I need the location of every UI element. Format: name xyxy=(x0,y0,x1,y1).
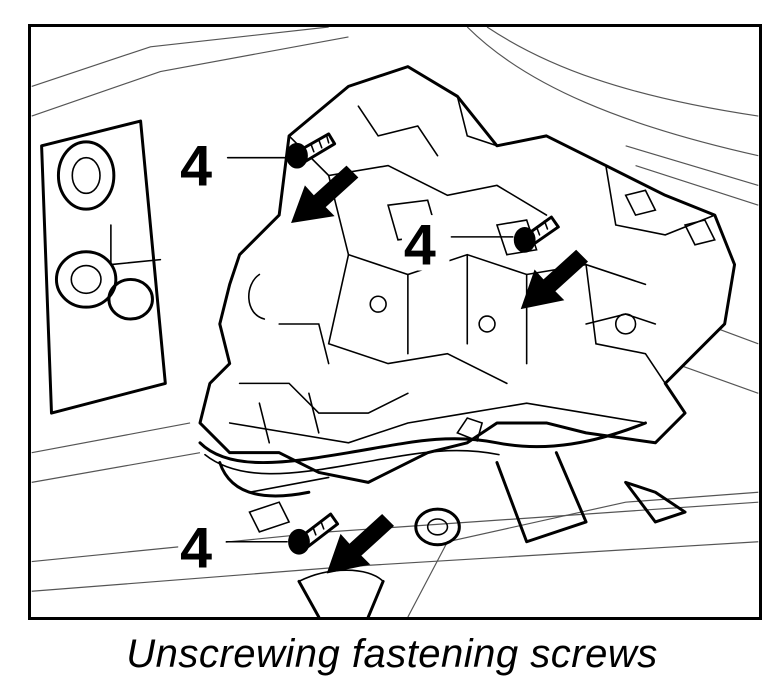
engine-bay-illustration: 4 4 4 xyxy=(28,24,762,620)
arrow-2 xyxy=(520,249,589,310)
callout-label-3: 4 xyxy=(180,517,212,581)
lower-mount xyxy=(248,451,687,617)
component-housing xyxy=(198,65,737,484)
figure-caption: Unscrewing fastening screws xyxy=(126,632,658,676)
callout-label-1: 4 xyxy=(180,134,212,198)
arrow-3 xyxy=(326,514,395,574)
arrow-1 xyxy=(291,165,359,224)
callout-label-2: 4 xyxy=(404,214,436,278)
line-drawing: 4 4 4 xyxy=(31,27,759,617)
screw-2 xyxy=(513,215,560,253)
leader-lines xyxy=(224,156,514,543)
screw-1 xyxy=(286,132,337,169)
left-panel xyxy=(40,119,167,415)
screw-3 xyxy=(288,512,340,555)
